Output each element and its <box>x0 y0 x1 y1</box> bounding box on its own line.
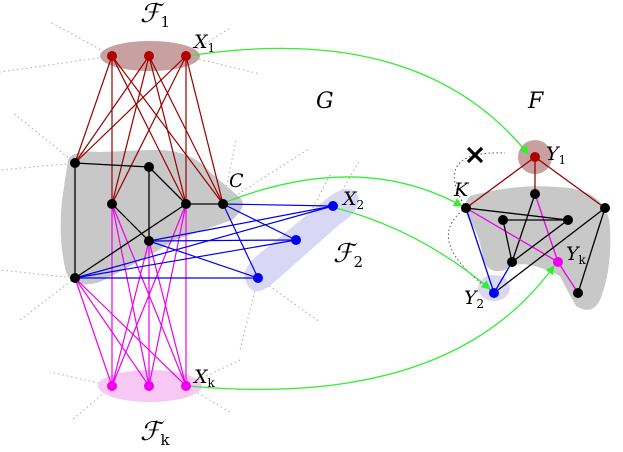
node-f-il <box>498 215 508 225</box>
node-f1-a <box>107 51 117 61</box>
g-nodes <box>70 51 338 391</box>
node-f2-b <box>291 235 301 245</box>
label-y2: Y2 <box>464 287 484 311</box>
node-f-ib <box>507 257 517 267</box>
label-c: C <box>229 170 244 192</box>
red-edges <box>74 55 224 205</box>
label-f1: ℱ1 <box>140 0 170 31</box>
label-g: G <box>316 89 334 114</box>
label-k: K <box>453 179 470 201</box>
node-fk-a <box>107 381 117 391</box>
f-nodes <box>461 152 610 298</box>
arrow-c-k <box>225 176 463 207</box>
node-g-top <box>144 162 154 172</box>
gray-region-g <box>60 149 243 285</box>
label-f2: ℱ2 <box>333 239 363 271</box>
node-f2-c <box>253 273 263 283</box>
node-x1 <box>181 51 191 61</box>
label-f: F <box>527 89 544 114</box>
label-y1: Y1 <box>546 143 566 167</box>
label-x1: X1 <box>192 31 215 55</box>
node-fk-b <box>144 381 154 391</box>
node-c <box>218 199 228 209</box>
node-f-ir <box>563 215 573 225</box>
label-fk: ℱk <box>140 417 170 449</box>
arrow-x2-y2 <box>335 207 491 290</box>
arrow-x1-y1 <box>187 47 529 155</box>
node-xk <box>181 381 191 391</box>
label-x2: X2 <box>341 188 364 212</box>
node-y2 <box>489 288 499 298</box>
node-g-mr <box>181 199 191 209</box>
arrow-xk-yk <box>187 265 555 391</box>
node-f-br <box>573 288 583 298</box>
node-g-bl <box>70 273 80 283</box>
labels: ℱ1 X1 C G F X2 ℱ2 Xk ℱk Y1 K Yk Y2 <box>140 0 587 449</box>
blue-edges <box>74 203 334 279</box>
node-k <box>461 203 471 213</box>
green-arrows <box>187 47 555 391</box>
magenta-edges <box>74 203 187 387</box>
f2-region <box>244 189 359 292</box>
node-x2 <box>328 201 338 211</box>
label-yk: Yk <box>566 243 587 267</box>
node-g-tl <box>70 158 80 168</box>
node-g-ml <box>107 199 117 209</box>
label-xk: Xk <box>192 366 216 390</box>
black-edges-g <box>74 162 223 279</box>
dotted-path-k-y2 <box>448 152 506 294</box>
f-edges <box>465 156 606 294</box>
node-y1 <box>530 152 540 162</box>
node-f-right <box>600 203 610 213</box>
node-f-top <box>530 189 540 199</box>
node-f1-b <box>144 51 154 61</box>
node-g-mid <box>144 236 154 246</box>
cross-icon <box>466 146 484 164</box>
node-yk <box>553 257 563 267</box>
